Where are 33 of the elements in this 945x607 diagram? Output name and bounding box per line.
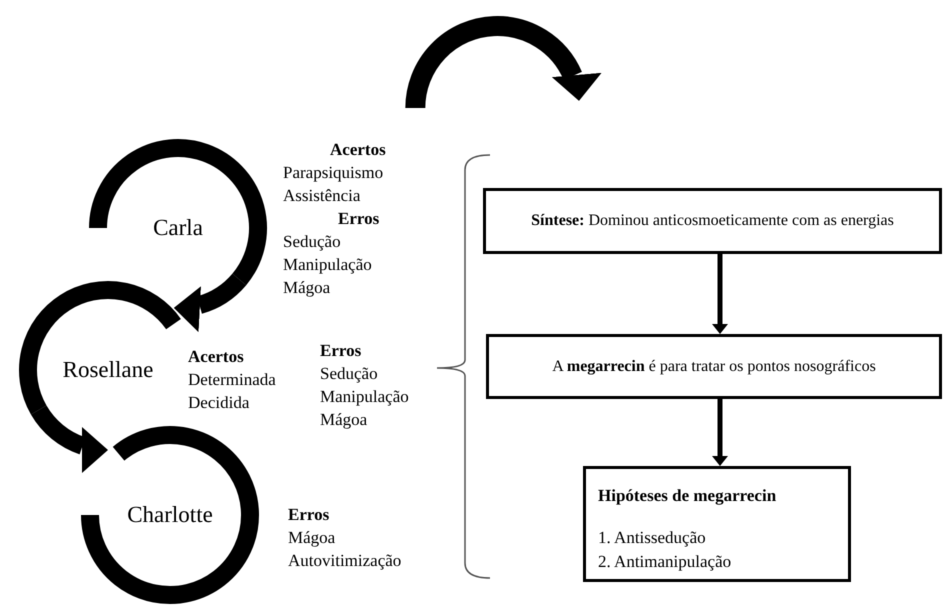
list-item: Mágoa bbox=[288, 527, 336, 549]
person-name: Charlotte bbox=[127, 500, 213, 529]
hypotheses-box bbox=[583, 466, 851, 582]
list-item: Mágoa bbox=[283, 277, 332, 299]
list-item: Decidida bbox=[188, 392, 250, 414]
curved-arrow bbox=[174, 273, 246, 331]
box-text: Síntese: Dominou anticosmoeticamente com as energias bbox=[530, 211, 895, 231]
curved-arrow bbox=[31, 405, 109, 472]
person-name: Rosellane bbox=[62, 356, 154, 384]
list-heading: Acertos bbox=[330, 139, 386, 161]
list-item: Manipulação bbox=[283, 254, 373, 276]
list-heading: Acertos bbox=[188, 346, 245, 368]
list-item: Assistência bbox=[283, 185, 362, 207]
text-box bbox=[486, 334, 942, 399]
list-item: Sedução bbox=[320, 363, 379, 385]
box-text: A megarrecin é para tratar os pontos nosográficos bbox=[551, 356, 877, 376]
arrow bbox=[712, 254, 728, 334]
box-heading: Hipóteses de megarrecin bbox=[598, 485, 776, 506]
person-name: Carla bbox=[153, 214, 203, 242]
list-heading: Erros bbox=[288, 504, 330, 526]
list-heading: Erros bbox=[338, 208, 380, 230]
list-item: Determinada bbox=[188, 369, 276, 391]
list-item: 2. Antimanipulação bbox=[598, 550, 732, 573]
text-box bbox=[483, 188, 942, 254]
list-heading: Erros bbox=[320, 340, 362, 362]
curved-arrow bbox=[405, 16, 600, 109]
list-item: Manipulação bbox=[320, 386, 409, 408]
list-item: Autovitimização bbox=[288, 550, 402, 572]
list-item: Sedução bbox=[283, 231, 342, 253]
list-item: Parapsiquismo bbox=[283, 162, 384, 184]
list-item: 1. Antissedução bbox=[598, 527, 706, 550]
list-item: Mágoa bbox=[320, 409, 368, 431]
arrow bbox=[712, 399, 728, 466]
